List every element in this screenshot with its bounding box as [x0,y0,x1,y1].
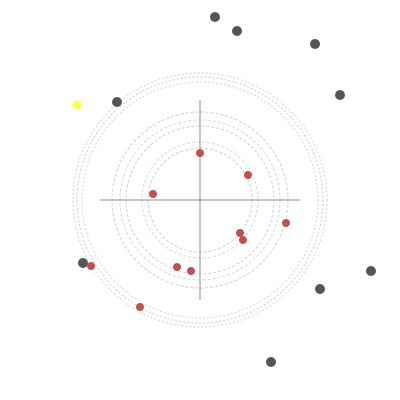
dark-dot-icon [210,12,220,22]
red-dot-icon [173,263,181,271]
red-dot-icon [136,303,144,311]
dark-dot-icon [315,284,325,294]
red-dot-icon [239,236,247,244]
dark-dot-icon [310,39,320,49]
dark-dot-icon [266,357,276,367]
red-dot-icon [87,262,95,270]
dark-dot-icon [366,266,376,276]
crosshair [100,100,300,300]
yellow-dot-icon[interactable] [72,100,82,110]
orbit-ring [76,76,324,324]
red-dot-icon [196,149,204,157]
red-dot-icon [244,171,252,179]
orbit-ring [72,72,328,328]
dark-dot-icon [78,258,88,268]
red-dot-icon [282,219,290,227]
red-points-layer [87,149,290,311]
red-dot-icon [236,229,244,237]
dark-dot-icon [335,90,345,100]
dark-points-layer [78,12,376,367]
orbit-ring [81,81,319,319]
player-layer [72,100,82,110]
red-dot-icon [149,190,157,198]
red-dot-icon [187,267,195,275]
dark-dot-icon [232,26,242,36]
dark-dot-icon [112,97,122,107]
